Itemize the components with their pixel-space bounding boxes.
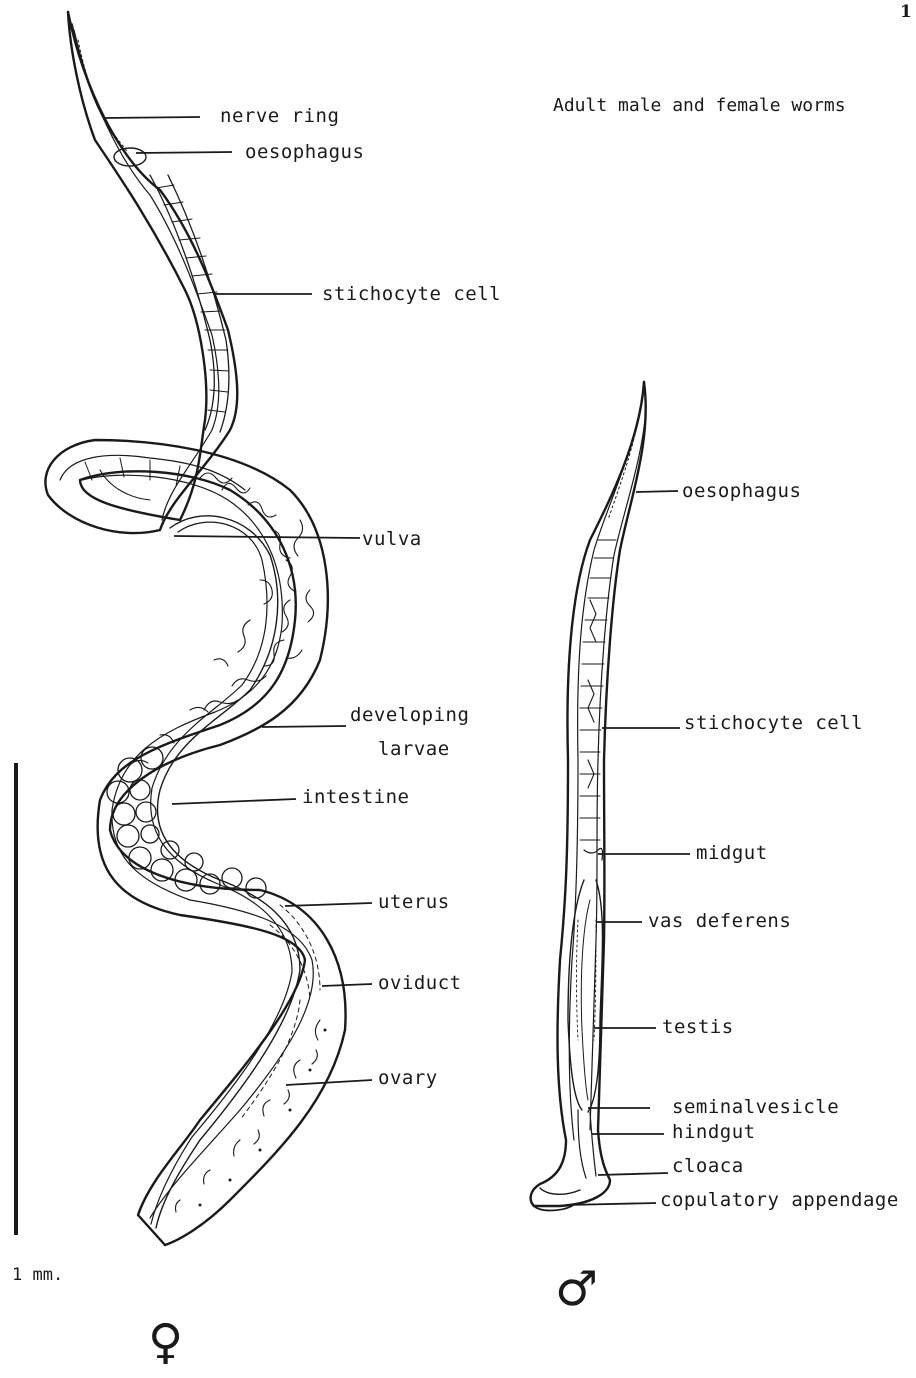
female-leader-lines <box>104 117 372 1085</box>
label-oviduct: oviduct <box>378 974 462 993</box>
label-stichocyte-cell-female: stichocyte cell <box>322 285 501 304</box>
label-midgut: midgut <box>696 844 768 863</box>
label-stichocyte-cell-male: stichocyte cell <box>684 714 863 733</box>
label-developing: developing <box>350 706 469 725</box>
label-vas-deferens: vas deferens <box>648 912 791 931</box>
label-cloaca: cloaca <box>672 1157 744 1176</box>
label-testis: testis <box>662 1018 734 1037</box>
male-worm <box>531 382 646 1211</box>
label-hindgut: hindgut <box>672 1123 756 1142</box>
label-ovary: ovary <box>378 1069 438 1088</box>
female-symbol: ♀ <box>148 1318 183 1366</box>
label-oesophagus-female: oesophagus <box>245 143 364 162</box>
label-larvae: larvae <box>378 740 450 759</box>
label-vulva: vulva <box>362 530 422 549</box>
label-intestine: intestine <box>302 788 409 807</box>
label-copulatory-appendage: copulatory appendage <box>660 1191 899 1210</box>
female-worm <box>45 12 345 1245</box>
label-seminal-vesicle: seminalvesicle <box>672 1098 839 1117</box>
label-uterus: uterus <box>378 893 450 912</box>
scale-label: 1 mm. <box>12 1265 63 1285</box>
label-nerve-ring: nerve ring <box>220 107 339 126</box>
label-oesophagus-male: oesophagus <box>682 482 801 501</box>
male-symbol: ♂ <box>555 1265 598 1313</box>
